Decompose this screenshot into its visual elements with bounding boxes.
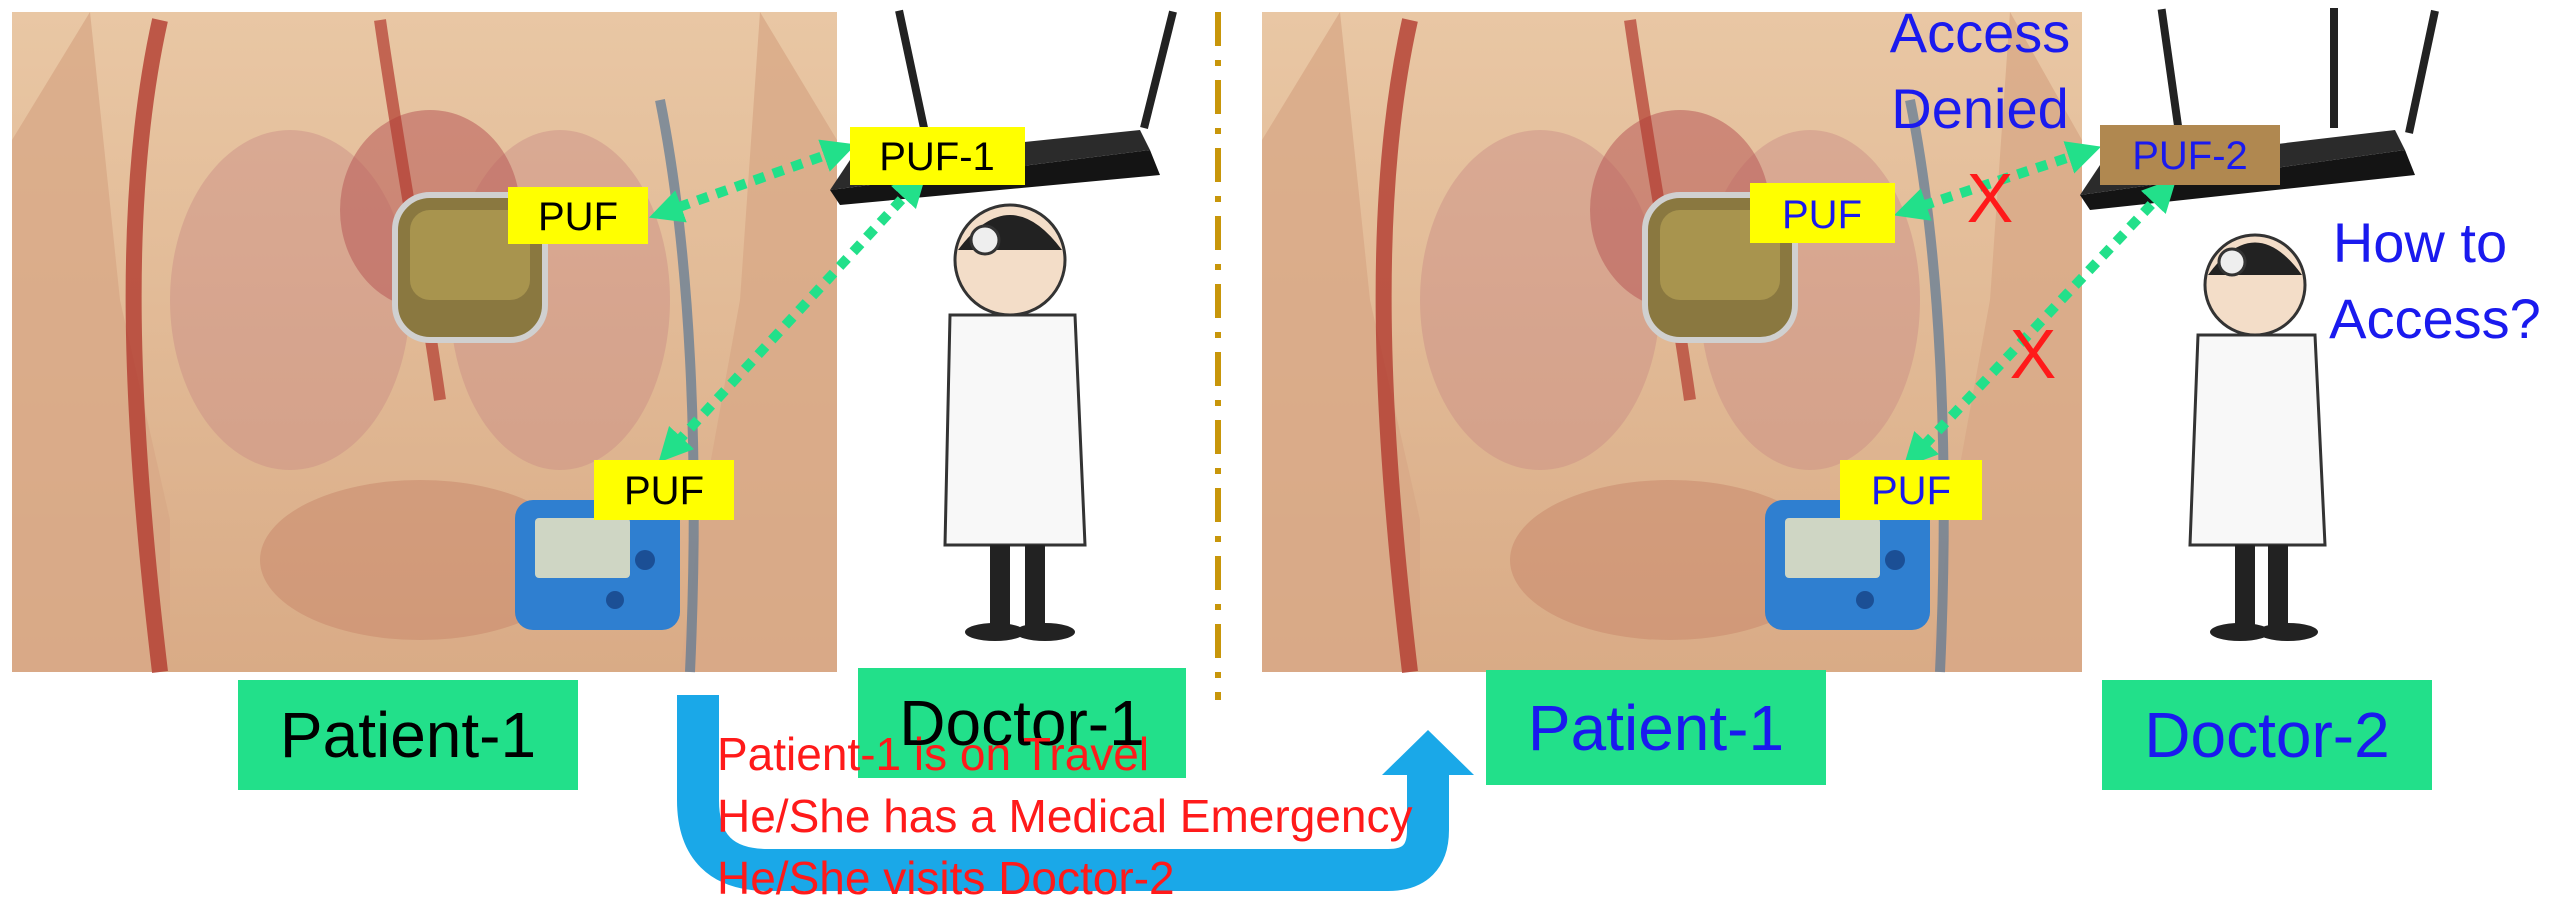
scenario-line-2: He/She has a Medical Emergency [717,790,1412,842]
right-doctor-figure [2190,235,2325,641]
how-to-access-line-2: Access? [2329,287,2541,350]
right-doctor-caption-text: Doctor-2 [2144,699,2389,771]
left-puf-tag-pacemaker-text: PUF [538,195,618,239]
left-doctor-figure [945,205,1085,641]
right-puf-tag-pacemaker-text: PUF [1782,193,1862,237]
how-to-access-line-1: How to [2333,211,2507,274]
scenario-line-3: He/She visits Doctor-2 [717,852,1175,904]
right-puf-tag-pacemaker: PUF [1750,183,1895,243]
left-patient-caption: Patient-1 [238,680,578,790]
right-patient-caption: Patient-1 [1486,670,1826,785]
right-reader-tag-text: PUF-2 [2132,134,2248,178]
right-panel: PUF PUF PUF-2 X X Access Denied How to A… [1262,1,2541,790]
left-patient-caption-text: Patient-1 [280,699,536,771]
left-reader-tag-text: PUF-1 [879,135,995,179]
left-puf-tag-pump-text: PUF [624,469,704,513]
left-puf-tag-pacemaker: PUF [508,187,648,244]
right-puf-tag-pump-text: PUF [1871,469,1951,513]
right-reader-tag: PUF-2 [2100,125,2280,185]
deny-mark-top: X [1967,159,2014,237]
left-reader-tag: PUF-1 [850,127,1025,185]
right-patient-caption-text: Patient-1 [1528,692,1784,764]
left-puf-tag-pump: PUF [594,460,734,520]
access-denied-line-1: Access [1890,1,2071,64]
right-puf-tag-pump: PUF [1840,460,1982,520]
right-doctor-caption: Doctor-2 [2102,680,2432,790]
scenario-line-1: Patient-1 is on Travel [717,728,1149,780]
left-panel: PUF PUF PUF-1 Patient-1 Doctor-1 [12,10,1186,790]
deny-mark-bottom: X [2010,315,2057,393]
access-denied-line-2: Denied [1891,77,2068,140]
